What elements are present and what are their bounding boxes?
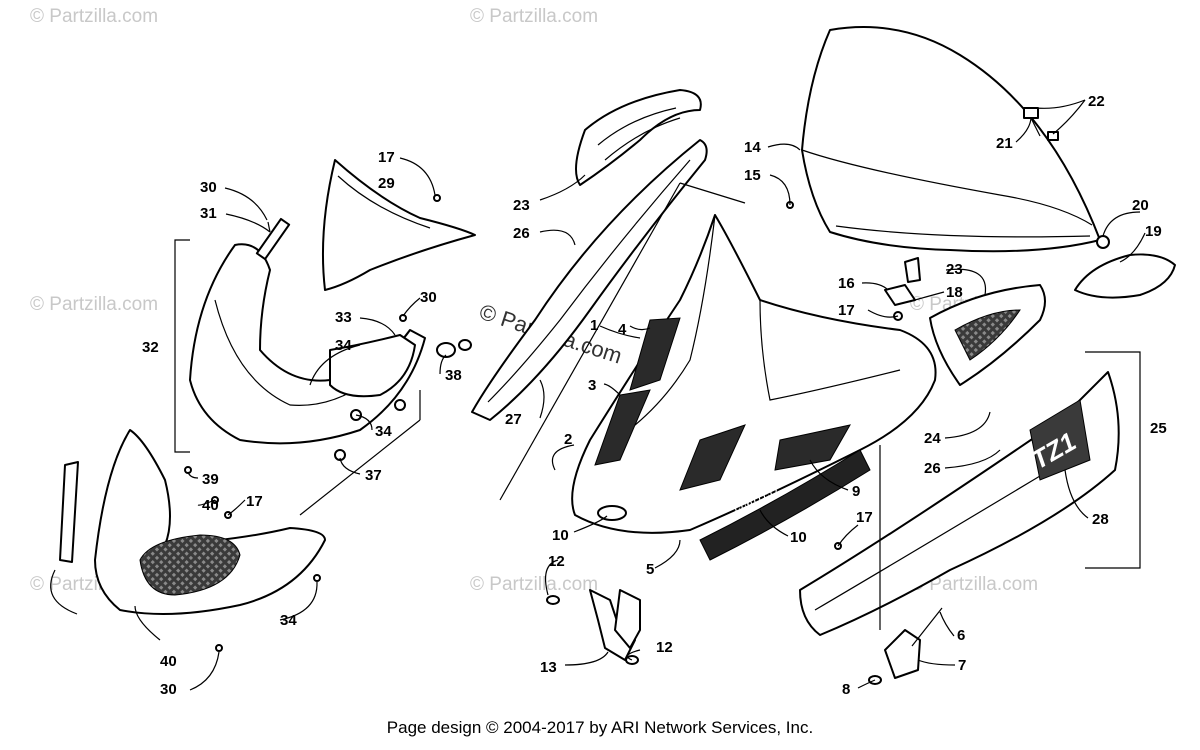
leader-lines (50, 99, 1146, 691)
callout-11: 10 (552, 527, 569, 544)
watermark: © Partzilla.com (470, 574, 598, 595)
lower-nose (59, 429, 326, 615)
callout-21: 21 (996, 135, 1013, 152)
callout-14: 14 (744, 139, 761, 156)
callout-20: 20 (1132, 197, 1149, 214)
callout-5: 5 (646, 561, 654, 578)
callout-30: 30 (200, 179, 217, 196)
callout-23: 23 (513, 197, 530, 214)
callout-26: 26 (924, 460, 941, 477)
windshield (801, 26, 1101, 253)
callout-6: 6 (957, 627, 965, 644)
callout-31: 31 (200, 205, 217, 222)
callout-1: 1 (590, 317, 598, 334)
hood: LIMITED (571, 214, 937, 561)
group-brackets (174, 182, 1141, 630)
callout-23: 23 (946, 261, 963, 278)
callout-17: 17 (856, 509, 873, 526)
right-vent-panel (929, 284, 1046, 386)
callout-29: 29 (378, 175, 395, 192)
callout-38: 40 (202, 497, 219, 514)
callout-18: 18 (946, 284, 963, 301)
mirror-housing (1074, 235, 1176, 299)
callout-26: 26 (513, 225, 530, 242)
callout-30: 30 (420, 289, 437, 306)
callout-25: 25 (1150, 420, 1167, 437)
callout-30: 30 (160, 681, 177, 698)
mount-block (868, 607, 943, 685)
callout-28: 28 (1092, 511, 1109, 528)
watermark: © Partzilla.com (910, 574, 1038, 595)
callout-17: 17 (246, 493, 263, 510)
bracket-16 (884, 257, 921, 321)
watermark: © Partzilla.com (470, 6, 598, 27)
callout-36: 38 (445, 367, 462, 384)
callout-39: 40 (160, 653, 177, 670)
callout-34: 34 (375, 423, 392, 440)
callout-35: 37 (365, 467, 382, 484)
callout-17: 17 (378, 149, 395, 166)
left-side-rail (471, 139, 708, 421)
top-deflector (575, 89, 702, 186)
nose-cover (322, 159, 476, 291)
callout-16: 16 (838, 275, 855, 292)
callout-34: 34 (280, 612, 297, 629)
callout-37: 39 (202, 471, 219, 488)
watermark: © Partzilla.com (30, 6, 158, 27)
callout-10: 10 (790, 529, 807, 546)
bracket-13 (546, 589, 641, 665)
callout-22: 22 (1088, 93, 1105, 110)
callout-8: 8 (842, 681, 850, 698)
callout-4: 4 (618, 321, 627, 338)
copyright-notice: Page design © 2004-2017 by ARI Network S… (386, 718, 814, 737)
callout-34: 34 (335, 337, 352, 354)
callout-9: 9 (852, 483, 860, 500)
callout-19: 19 (1145, 223, 1162, 240)
callout-12: 12 (656, 639, 673, 656)
callout-15: 15 (744, 167, 761, 184)
side-cover-33 (329, 334, 472, 461)
watermark: © Partzilla.com (30, 294, 158, 315)
callout-labels: 17 29 30 31 30 33 34 32 38 34 37 39 40 1… (142, 93, 1167, 698)
callout-32: 32 (142, 339, 159, 356)
callout-17: 17 (838, 302, 855, 319)
callout-2: 2 (564, 431, 572, 448)
callout-27: 27 (505, 411, 522, 428)
callout-12: 12 (548, 553, 565, 570)
callout-33: 33 (335, 309, 352, 326)
callout-24: 24 (924, 430, 941, 447)
callout-3: 3 (588, 377, 596, 394)
callout-7: 7 (958, 657, 966, 674)
callout-13: 13 (540, 659, 557, 676)
